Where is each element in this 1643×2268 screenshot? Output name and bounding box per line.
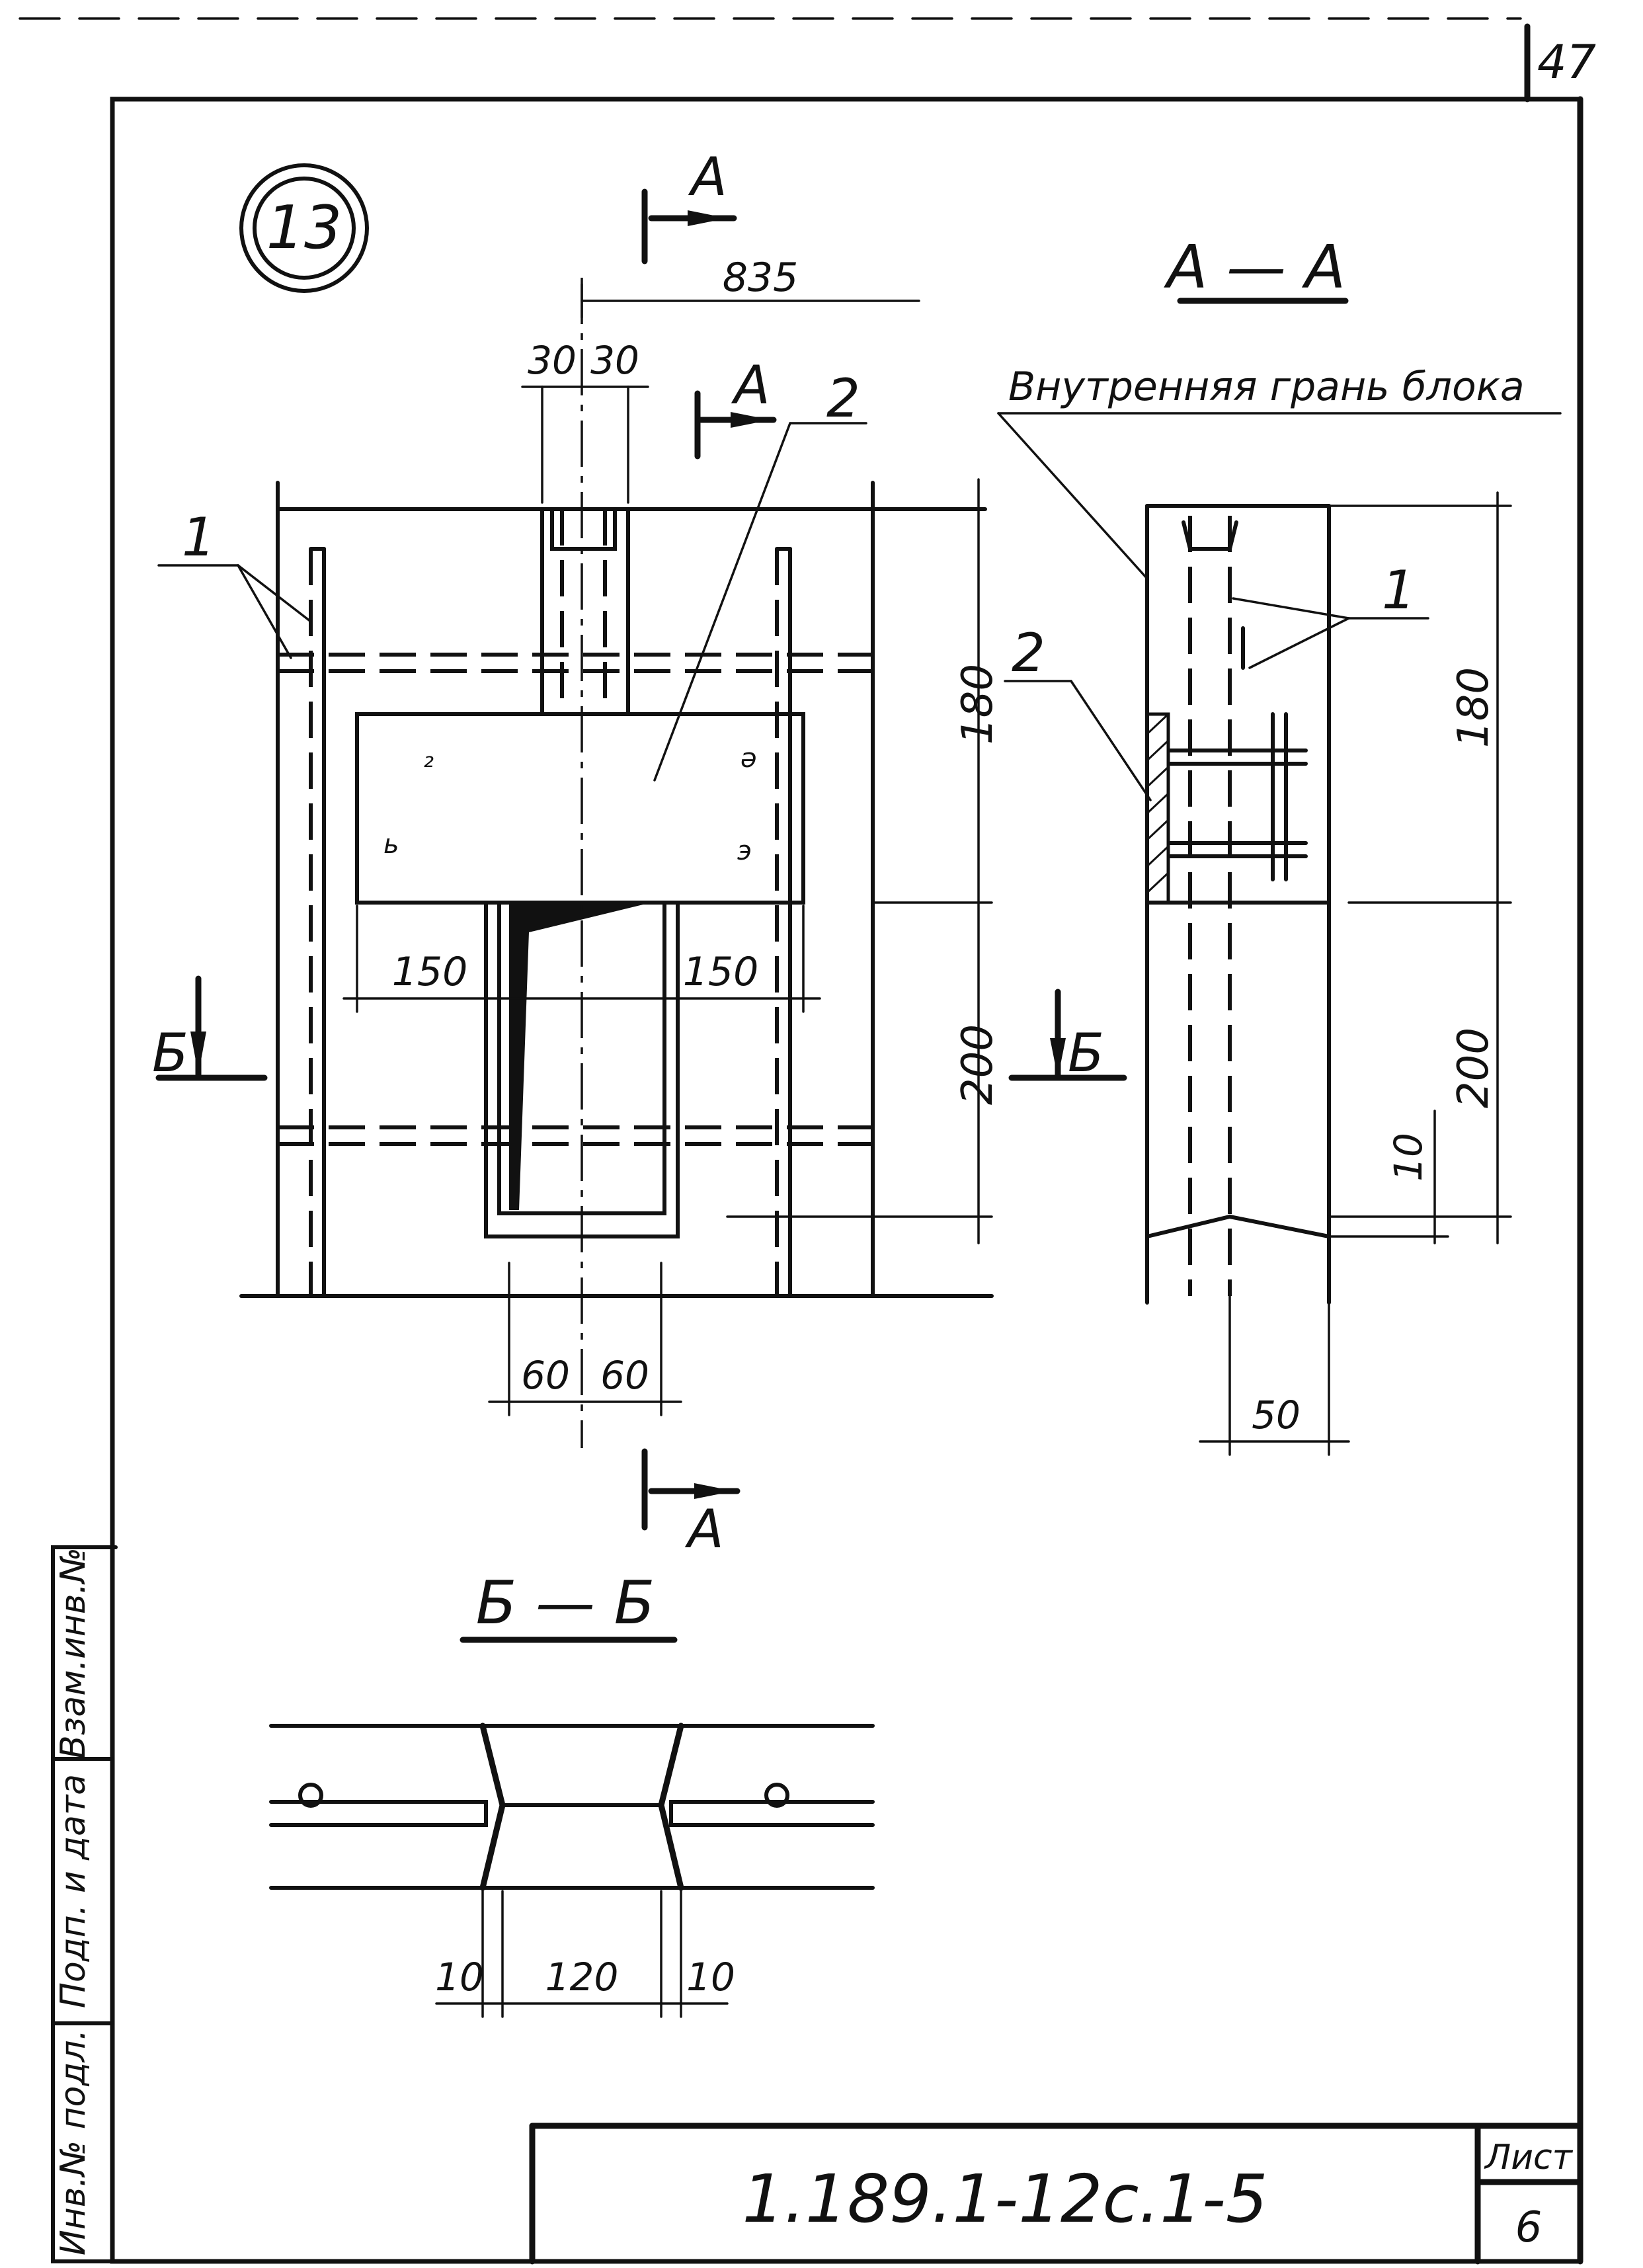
dim-60-left: 60 — [521, 1353, 570, 1398]
bb-dim-120: 120 — [545, 1955, 619, 2000]
dim-150-left: 150 — [392, 949, 468, 995]
section-bb-title: Б — Б — [476, 1568, 655, 1638]
title-block: 1.189.1-12с.1-5 Лист 6 — [529, 2123, 1583, 2265]
bb-dim-10-right: 10 — [686, 1955, 735, 2000]
main-item-2-label: 2 — [826, 368, 860, 429]
sheet-label: Лист — [1484, 2138, 1573, 2177]
dim-835: 835 — [723, 255, 799, 301]
aa-dim-50: 50 — [1252, 1393, 1301, 1438]
dim-30-right: 30 — [590, 338, 639, 383]
side-stamp: Взам.инв.№ Подп. и дата Инв.№ подл. — [51, 1545, 118, 2263]
dim-180: 180 — [953, 664, 1002, 745]
stamp-vzam-inv: Взам.инв.№ — [54, 1547, 93, 1759]
main-item-1-label: 1 — [182, 506, 216, 568]
sheet-number: 6 — [1515, 2203, 1543, 2252]
stamp-podp-data: Подп. и дата — [54, 1774, 93, 2008]
main-view: А А А Б — [152, 146, 1002, 1560]
block-mark: ₂ — [423, 743, 434, 774]
section-b-right-label: Б — [1068, 1022, 1104, 1084]
section-aa: А — А Внутренняя грань блока — [997, 233, 1562, 1456]
aa-dim-200: 200 — [1449, 1028, 1498, 1108]
detail-number: 13 — [266, 193, 342, 263]
section-a-bottom-label: А — [684, 1498, 724, 1560]
dim-150-right: 150 — [683, 949, 759, 995]
section-a-mid-label: А — [731, 354, 770, 416]
drawing-code: 1.189.1-12с.1-5 — [742, 2160, 1267, 2238]
sheet-corner-number: 47 — [1537, 35, 1596, 89]
section-b-left-label: Б — [152, 1022, 188, 1084]
stamp-inv-podl: Инв.№ подл. — [54, 2029, 93, 2255]
dim-200: 200 — [953, 1024, 1002, 1105]
block-mark: э — [737, 836, 752, 866]
bb-dim-10-left: 10 — [435, 1955, 484, 2000]
detail-number-marker: 13 — [239, 163, 369, 293]
sheet-frame — [19, 17, 1583, 2265]
dim-60-right: 60 — [600, 1353, 649, 1398]
aa-item-1-label: 1 — [1382, 559, 1416, 621]
block-mark: ə — [741, 743, 757, 774]
dim-30-left: 30 — [528, 338, 577, 383]
aa-dim-180: 180 — [1449, 667, 1498, 748]
section-a-top-label: А — [688, 146, 727, 208]
block-mark: ь — [383, 829, 399, 860]
aa-dim-10: 10 — [1386, 1133, 1431, 1182]
section-aa-title: А — А — [1164, 233, 1345, 302]
inner-face-label: Внутренняя грань блока — [1008, 364, 1525, 410]
aa-item-2-label: 2 — [1012, 622, 1045, 684]
section-bb: Б — Б 10 120 10 — [269, 1568, 875, 2018]
